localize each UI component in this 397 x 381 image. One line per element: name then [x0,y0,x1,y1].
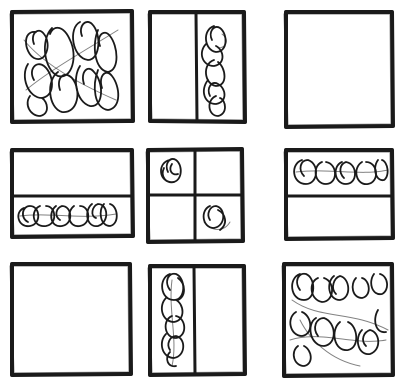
panel-2-divider [196,13,197,121]
panel-6-loops [294,160,388,184]
panel-7 [10,264,131,375]
panel-5 [146,149,243,242]
panel-2-loops [202,26,227,116]
panel-4-loops [18,204,116,226]
panel-1-loops [24,22,118,116]
panel-9-loops [290,274,388,366]
panel-8 [148,266,245,375]
panel-9 [282,264,393,376]
panel-1 [10,11,133,122]
panel-3-frame [286,12,393,127]
panel-2 [148,12,245,122]
panel-4 [10,150,133,237]
panel-8-divider [194,267,195,374]
panel-6 [284,150,393,239]
panel-3 [284,12,393,127]
panel-7-frame [12,264,131,375]
panel-8-frame [150,266,245,375]
panel-8-loops [162,274,184,367]
